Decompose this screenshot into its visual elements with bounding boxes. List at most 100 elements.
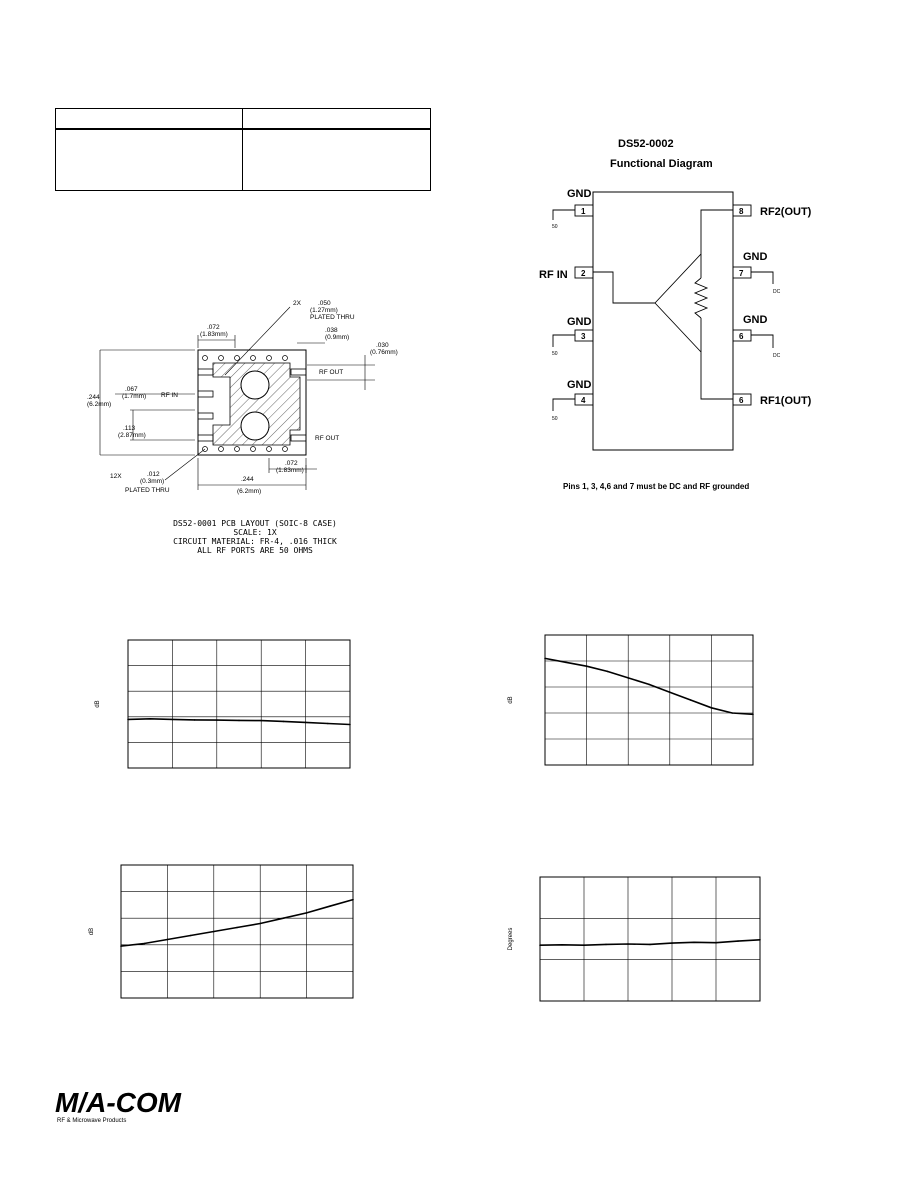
pin-tag-4: 50: [552, 416, 558, 422]
chart-2: dB: [508, 634, 754, 766]
pcb-label-113-mm: (2.87mm): [118, 432, 146, 439]
data-point: [127, 718, 129, 721]
pin-tag-7: DC: [773, 289, 781, 295]
pcb-label-072-bot: .072: [285, 460, 298, 467]
data-point: [669, 691, 671, 693]
pin-label-rf2: RF2(OUT): [760, 206, 812, 218]
data-point: [565, 661, 567, 664]
pin-tag-1: 50: [552, 224, 558, 230]
chart-4: Degrees: [508, 876, 761, 1002]
pin-label-gnd-3: GND: [567, 316, 592, 328]
data-point: [213, 930, 215, 933]
macom-tagline: RF & Microwave Products: [57, 1118, 126, 1124]
y-axis-label: dB: [508, 696, 514, 703]
data-point: [693, 941, 695, 944]
spec-table-divider: [242, 109, 243, 190]
ic-body: [592, 191, 734, 451]
data-point: [689, 699, 692, 701]
data-point: [189, 934, 192, 937]
series-line: [120, 898, 354, 947]
pcb-label-plated-top: PLATED THRU: [310, 314, 355, 321]
data-point: [710, 707, 713, 709]
pin-num-7: 7: [739, 269, 744, 278]
y-axis-label: dB: [89, 928, 95, 935]
data-point: [731, 712, 733, 714]
pcb-layout-drawing: 2X .050 (1.27mm) PLATED THRU .072 (1.83m…: [87, 300, 398, 495]
data-point: [759, 939, 761, 941]
pcb-port-rf-in: RF IN: [161, 392, 178, 399]
data-point: [737, 940, 739, 942]
data-point: [671, 942, 673, 944]
pcb-port-rf-out-bot: RF OUT: [315, 435, 339, 442]
pin-tag-6: DC: [773, 353, 781, 359]
data-point: [561, 944, 563, 946]
macom-logo-mark: M/A-COM RF & Microwave Products: [55, 1087, 182, 1124]
data-point: [606, 670, 609, 673]
spec-table: [55, 108, 431, 191]
pad-rf-in: [197, 390, 214, 398]
data-point: [539, 944, 541, 946]
pcb-label-038-mm: (0.9mm): [325, 334, 349, 341]
pad: [197, 412, 214, 420]
pin-tag-3: 50: [552, 351, 558, 357]
pcb-label-244-bot-mm: (6.2mm): [237, 488, 261, 495]
pin-num-4: 4: [581, 396, 586, 405]
via-row-bottom: [202, 446, 288, 452]
data-point: [583, 944, 585, 946]
pad: [197, 434, 214, 442]
data-point: [259, 922, 261, 925]
via-bottom: [240, 411, 270, 441]
y-axis-label: Degrees: [508, 928, 514, 951]
pcb-caption: DS52-0001 PCB LAYOUT (SOIC-8 CASE) SCALE…: [170, 519, 340, 555]
pcb-label-plated-bot: PLATED THRU: [125, 487, 170, 494]
plot-frame: [544, 634, 754, 766]
pcb-label-050: .050: [318, 300, 331, 307]
data-point: [627, 677, 629, 679]
chart-3: dB: [89, 864, 354, 999]
pcb-label-244-left-mm: (6.2mm): [87, 401, 111, 408]
data-point: [352, 898, 354, 901]
data-point: [236, 926, 238, 929]
functional-part-number: DS52-0002: [618, 138, 674, 150]
pcb-label-113: .113: [123, 425, 136, 432]
functional-note: Pins 1, 3, 4,6 and 7 must be DC and RF g…: [563, 482, 750, 491]
data-point: [282, 720, 285, 723]
pcb-label-038: .038: [325, 327, 338, 334]
pcb-label-072-top-mm: (1.83mm): [200, 331, 228, 338]
pin-num-6b: 6: [739, 396, 744, 405]
pin-label-gnd-4: GND: [567, 379, 592, 391]
pin-num-8: 8: [739, 207, 744, 216]
data-point: [216, 719, 218, 721]
plot-frame: [120, 864, 354, 999]
pcb-label-072-bot-mm: (1.83mm): [276, 467, 304, 474]
pcb-label-050mm: (1.27mm): [310, 307, 338, 314]
pcb-label-012-mm: (0.3mm): [140, 478, 164, 485]
data-point: [282, 917, 285, 919]
via-top: [240, 370, 270, 400]
plot-frame: [539, 876, 761, 1002]
pcb-caption-3: CIRCUIT MATERIAL: FR-4, .016 THICK: [173, 537, 337, 546]
plot-frame: [127, 639, 351, 769]
data-point: [585, 665, 588, 667]
data-point: [238, 719, 240, 722]
pcb-label-067-mm: (1.7mm): [122, 393, 146, 400]
pin-num-6a: 6: [739, 332, 744, 341]
data-point: [349, 723, 351, 726]
pin-label-gnd-1: GND: [567, 188, 592, 200]
data-point: [143, 942, 145, 945]
data-point: [327, 722, 329, 725]
pcb-label-072-top: .072: [207, 324, 220, 331]
data-point: [627, 943, 629, 945]
pin-num-3: 3: [581, 332, 586, 341]
data-point: [171, 718, 174, 721]
pcb-caption-1: DS52-0001 PCB LAYOUT (SOIC-8 CASE): [173, 519, 337, 528]
pin-label-rf1: RF1(OUT): [760, 395, 812, 407]
data-point: [649, 943, 651, 946]
pcb-label-030: .030: [376, 342, 389, 349]
data-point: [715, 941, 717, 944]
via-row-top: [202, 355, 288, 361]
data-point: [544, 657, 546, 660]
pcb-caption-4: ALL RF PORTS ARE 50 OHMS: [197, 546, 313, 555]
pcb-caption-2: SCALE: 1X: [233, 528, 277, 537]
data-point: [329, 905, 331, 907]
